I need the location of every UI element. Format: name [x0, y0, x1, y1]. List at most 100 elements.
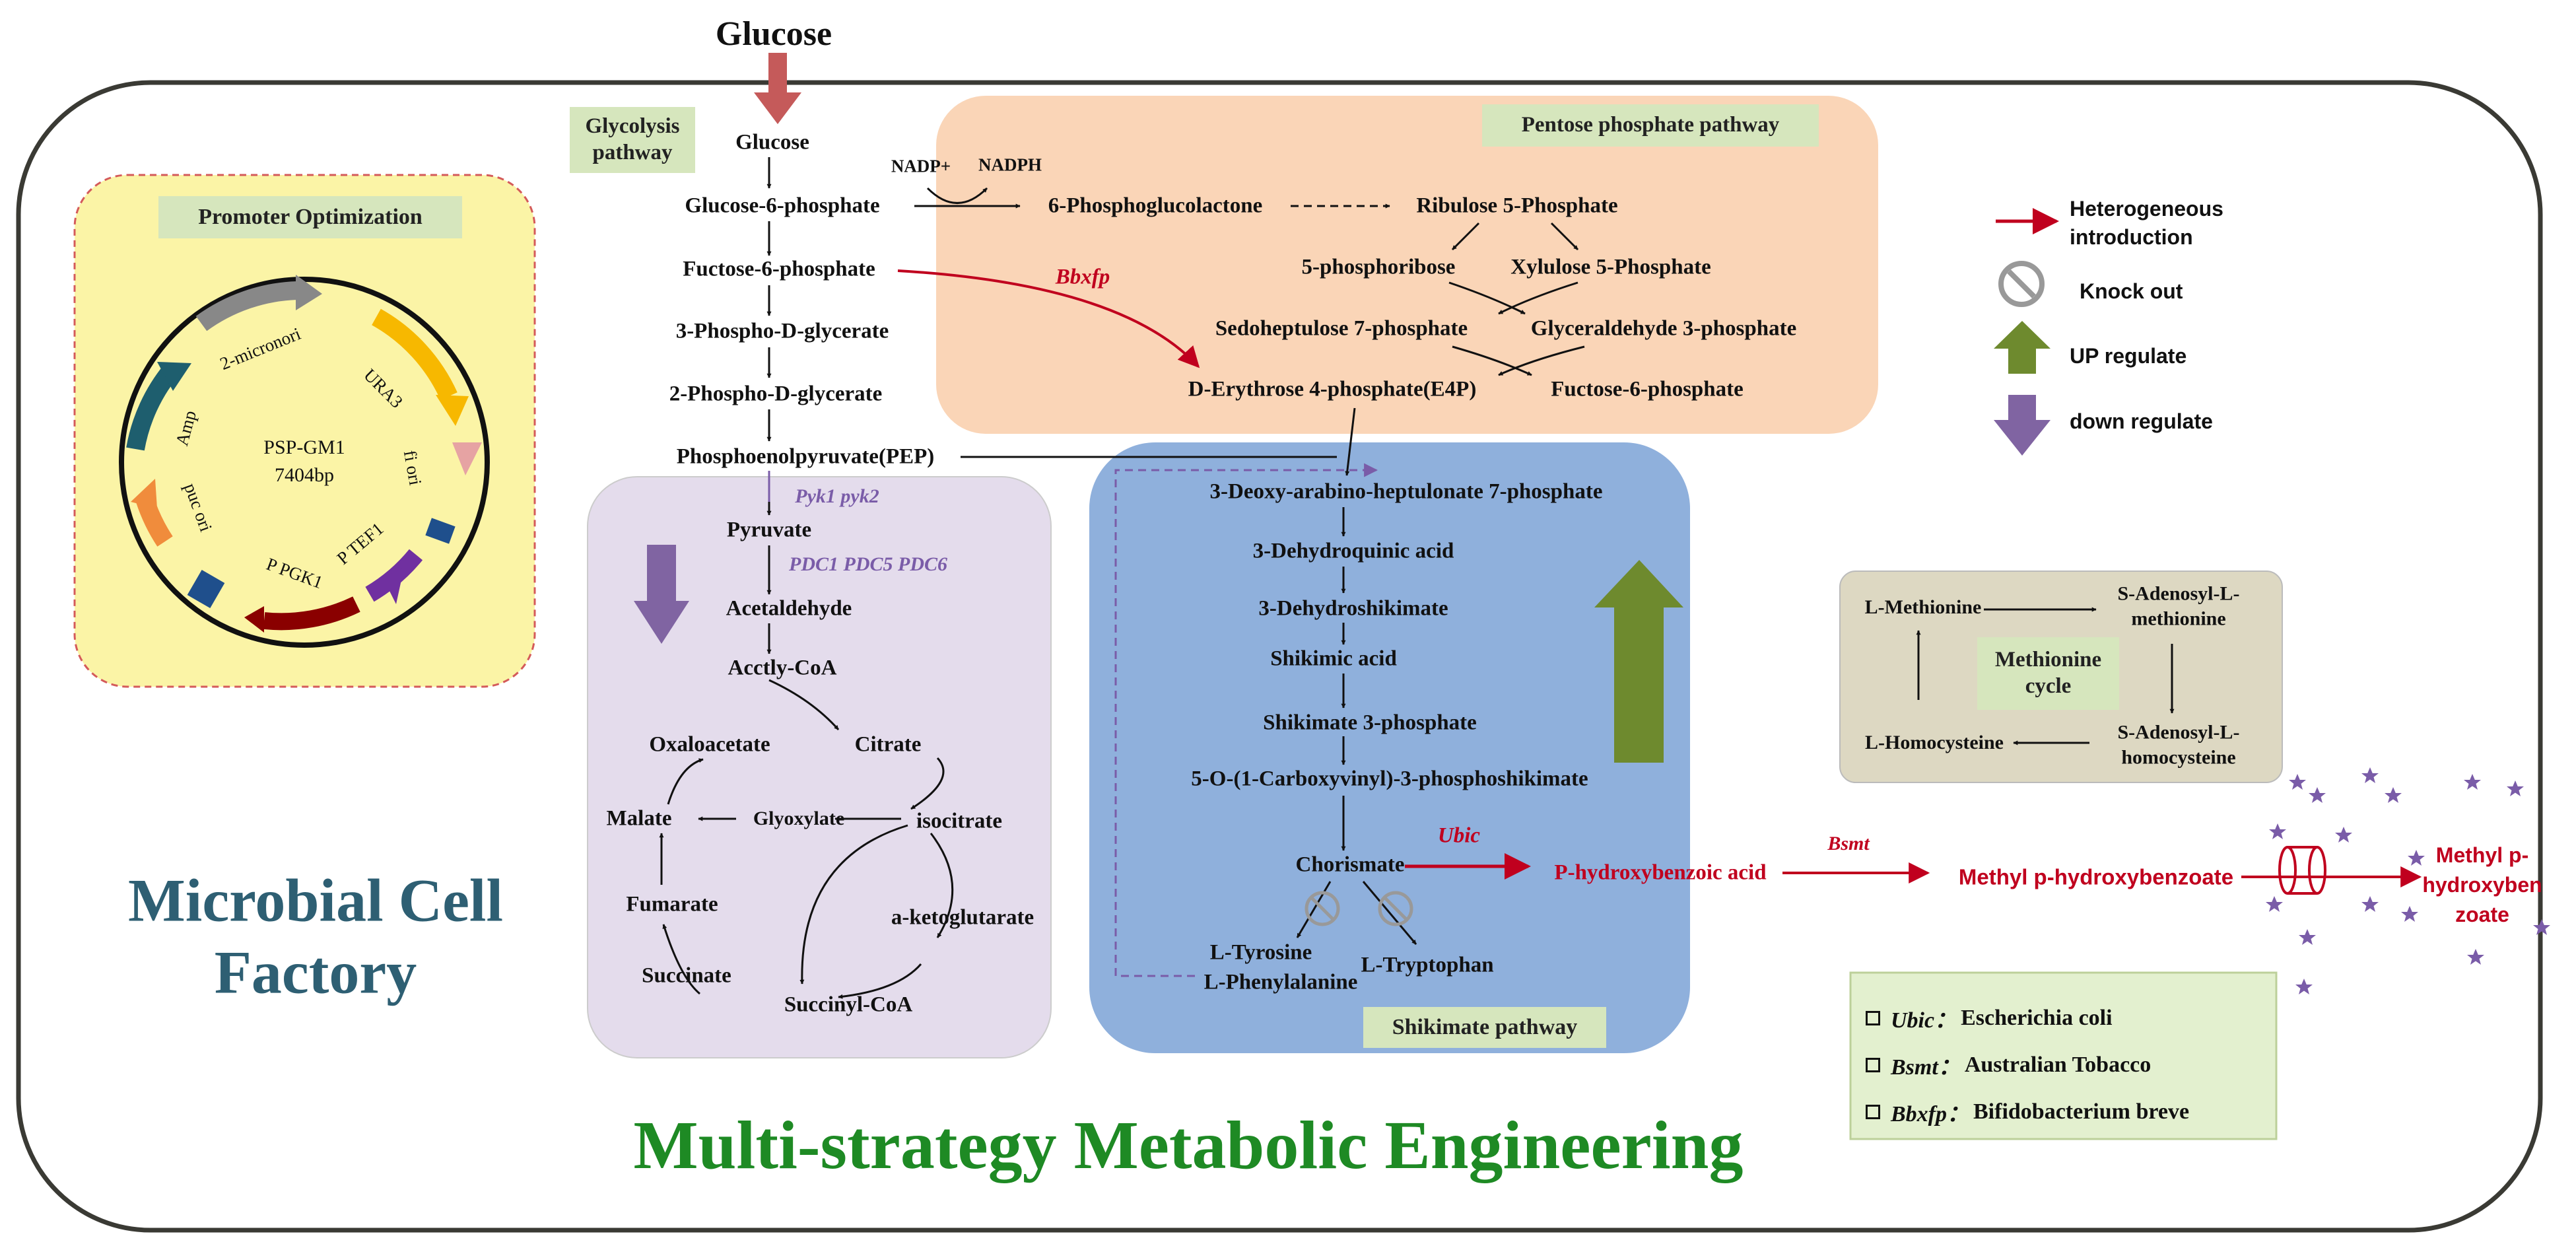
tca-citrate: Citrate: [854, 732, 922, 757]
methionine-title: Methionine cycle: [1977, 637, 2119, 710]
ppp-xylulose: Xylulose 5-Phosphate: [1510, 255, 1711, 279]
glycolysis-g6p: Glucose-6-phosphate: [685, 193, 880, 218]
product-tyrosine: L-Tyrosine: [1209, 940, 1312, 965]
shikimate-epsp: 5-O-(1-Carboxyvinyl)-3-phosphoshikimate: [1191, 767, 1588, 791]
glucose-input-arrow: [754, 53, 801, 124]
source-row-bsmt: Bsmt： Australian Tobacco: [1866, 1049, 2151, 1081]
source-row-bbxfp: Bbxfp： Bifidobacterium breve: [1866, 1095, 2189, 1128]
bbxfp-arrow: [897, 269, 1200, 368]
legend-heterogeneous: Heterogeneous introduction: [2070, 197, 2223, 250]
tca-isocitrate: isocitrate: [916, 809, 1003, 833]
cell-membrane: [16, 80, 2543, 1233]
product-tryptophan: L-Tryptophan: [1361, 953, 1494, 977]
shikimate-title: Shikimate pathway: [1363, 1007, 1606, 1048]
gene-pdc: PDC1 PDC5 PDC6: [789, 553, 947, 575]
product-molecules: [2266, 767, 2550, 994]
ppp-sedoheptulose: Sedoheptulose 7-phosphate: [1215, 316, 1468, 341]
plasmid-size: 7404bp: [275, 464, 334, 486]
product-phenylalanine: L-Phenylalanine: [1203, 970, 1358, 994]
ppp-6pgl: 6-Phosphoglucolactone: [1048, 193, 1263, 218]
glycolysis-pyruvate: Pyruvate: [726, 518, 812, 542]
legend-down: down regulate: [2070, 409, 2213, 433]
glycolysis-box: [587, 476, 1052, 1058]
glycolysis-f6p: Fuctose-6-phosphate: [683, 257, 875, 281]
source-organism-bsmt: Australian Tobacco: [1964, 1052, 2152, 1077]
glycolysis-acetaldehyde: Acetaldehyde: [726, 596, 852, 621]
promoter-title: Promoter Optimization: [158, 196, 462, 238]
arrow-e4p-dahp: [1345, 407, 1356, 476]
ppp-f6p: Fuctose-6-phosphate: [1551, 377, 1744, 401]
source-organism-bbxfp: Bifidobacterium breve: [1973, 1099, 2190, 1124]
legend-knockout: Knock out: [2080, 279, 2183, 303]
ppp-nadph: NADPH: [978, 155, 1042, 175]
source-gene-bsmt: Bsmt：: [1891, 1055, 1961, 1080]
glycolysis-3pg: 3-Phospho-D-glycerate: [675, 319, 889, 343]
shikimate-dhq: 3-Dehydroquinic acid: [1252, 539, 1454, 563]
met-homocysteine: L-Homocysteine: [1865, 732, 2004, 753]
source-organism-ubic: Escherichia coli: [1961, 1005, 2113, 1030]
tca-malate: Malate: [606, 806, 672, 831]
plasmid-circle: [119, 277, 490, 648]
source-gene-ubic: Ubic：: [1891, 1008, 1957, 1033]
tca-fumarate: Fumarate: [626, 892, 718, 917]
shikimate-acid: Shikimic acid: [1270, 646, 1397, 671]
nadp-arc: [926, 187, 988, 204]
pentose-box: [936, 96, 1878, 434]
ppp-ribulose: Ribulose 5-Phosphate: [1416, 193, 1618, 218]
shikimate-s3p: Shikimate 3-phosphate: [1263, 710, 1477, 735]
knockout-symbols: [1305, 891, 1413, 926]
legend-down-icon: [1994, 395, 2051, 456]
tca-succinyl-coa: Succinyl-CoA: [784, 992, 913, 1017]
legend-up-icon: [1994, 321, 2051, 374]
glucose-input-label: Glucose: [715, 15, 832, 53]
met-sah: S-Adenosyl-L-homocysteine: [2117, 721, 2240, 769]
ppp-nadp: NADP+: [891, 156, 951, 176]
product-phba: P-hydroxybenzoic acid: [1554, 860, 1767, 885]
gene-pyk: Pyk1 pyk2: [795, 485, 879, 507]
plasmid-features: [126, 275, 482, 633]
tca-arrows: [659, 679, 954, 999]
ppp-phosphoribose: 5-phosphoribose: [1301, 255, 1456, 279]
product-methyl-phb: Methyl p-hydroxybenzoate: [1958, 864, 2234, 889]
shikimate-dahp: 3-Deoxy-arabino-heptulonate 7-phosphate: [1209, 479, 1603, 504]
tca-ketoglutarate: a-ketoglutarate: [891, 905, 1034, 930]
glycolysis-title: Glycolysis pathway: [570, 107, 695, 173]
source-gene-bbxfp: Bbxfp：: [1891, 1102, 1969, 1126]
tca-glyoxylate: Glyoxylate: [753, 808, 845, 829]
shikimate-dhs: 3-Dehydroshikimate: [1258, 596, 1448, 621]
gene-bbxfp: Bbxfp: [1055, 265, 1110, 289]
shikimate-arrows: [1296, 507, 1417, 945]
ppp-glyceraldehyde: Glyceraldehyde 3-phosphate: [1530, 316, 1797, 341]
factory-label: Microbial Cell Factory: [127, 866, 504, 1006]
main-title: Multi-strategy Metabolic Engineering: [633, 1107, 1744, 1183]
shikimate-chorismate: Chorismate: [1295, 852, 1405, 877]
ppp-e4p: D-Erythrose 4-phosphate(E4P): [1188, 377, 1477, 401]
glycolysis-acetyl-coa: Acctly-CoA: [728, 656, 837, 680]
glycolysis-pep: Phosphoenolpyruvate(PEP): [676, 444, 935, 469]
transporter-icon: [2278, 846, 2326, 895]
gene-bsmt: Bsmt: [1827, 833, 1870, 854]
glycolysis-glucose: Glucose: [735, 130, 809, 155]
met-l-methionine: L-Methionine: [1864, 596, 1982, 618]
legend-knockout-icon: [1998, 261, 2045, 307]
up-regulate-arrow: [1594, 560, 1683, 763]
gene-ubic: Ubic: [1437, 823, 1481, 848]
shikimate-box: [1089, 442, 1690, 1053]
checkbox-icon: [1866, 1104, 1880, 1119]
source-row-ubic: Ubic： Escherichia coli: [1866, 1002, 2113, 1034]
tca-succinate: Succinate: [642, 963, 731, 988]
checkbox-icon: [1866, 1057, 1880, 1072]
methionine-arrows: [1916, 607, 2175, 745]
feedback-dashed: [1114, 463, 1378, 977]
glycolysis-2pg: 2-Phospho-D-glycerate: [669, 382, 883, 406]
export-line-3: zoate: [2455, 903, 2509, 926]
legend-up: UP regulate: [2070, 344, 2187, 368]
source-legend-box: [1849, 971, 2278, 1140]
export-line-2: hydroxyben: [2422, 873, 2542, 897]
plasmid-name: PSP-GM1: [263, 436, 345, 458]
checkbox-icon: [1866, 1010, 1880, 1025]
down-regulate-arrow: [634, 545, 689, 644]
export-line-1: Methyl p-: [2435, 843, 2529, 867]
